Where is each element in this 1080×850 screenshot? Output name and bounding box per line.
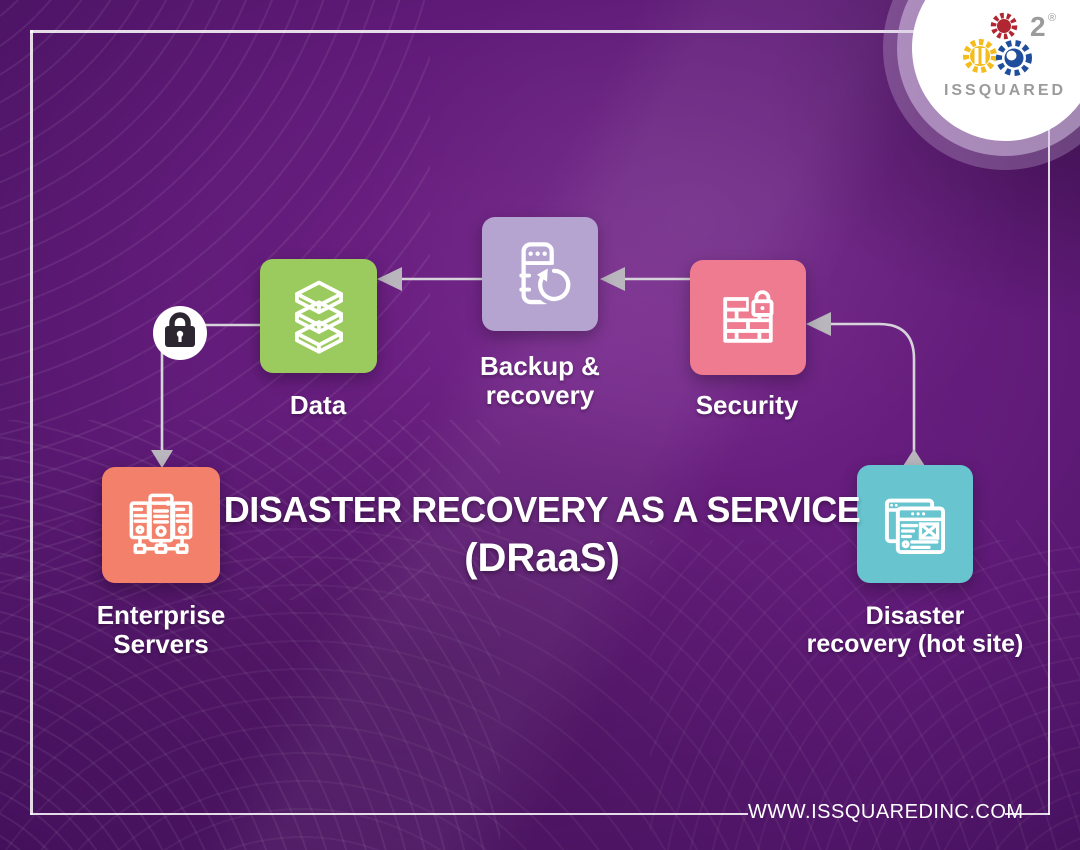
node-enterprise-servers	[102, 467, 220, 583]
page-title: DISASTER RECOVERY AS A SERVICE (DRaaS)	[222, 489, 862, 581]
firewall-lock-icon	[723, 287, 776, 343]
label-disaster-recovery: Disaster recovery (hot site)	[806, 602, 1024, 658]
connector-data-to-enterprise	[160, 323, 260, 450]
issquared-gears-icon: 2 ®	[963, 11, 1056, 76]
footer-website-url[interactable]: WWW.ISSQUAREDINC.COM	[748, 801, 1024, 823]
logo-registered-mark: ®	[1048, 12, 1056, 24]
label-security: Security	[695, 390, 799, 420]
enterprise-servers-icon	[129, 493, 193, 555]
connector-dr-to-security	[829, 322, 916, 451]
node-data	[260, 259, 377, 373]
arrowhead-up-from-dr	[903, 449, 925, 466]
arrowhead-into-enterprise	[151, 450, 173, 468]
padlock-badge	[153, 306, 207, 360]
label-data: Data	[289, 390, 347, 420]
frame-border-left	[30, 30, 33, 815]
label-backup-recovery: Backup & recovery	[480, 351, 600, 411]
padlock-icon	[165, 312, 195, 347]
label-enterprise-servers: Enterprise Servers	[96, 600, 226, 660]
backup-recovery-icon	[519, 242, 575, 306]
hot-site-browser-icon	[884, 498, 946, 555]
node-disaster-recovery	[857, 465, 973, 583]
title-line2: (DRaaS)	[464, 536, 620, 580]
logo-brand-text: ISSQUARED	[943, 82, 1067, 99]
data-stack-icon	[294, 280, 343, 354]
node-backup-recovery	[482, 217, 598, 331]
arrowhead-into-data	[377, 267, 402, 291]
arrowhead-into-security	[806, 312, 831, 336]
logo-superscript: 2	[1030, 11, 1046, 42]
node-security	[690, 260, 806, 375]
frame-border-bottom-left-segment	[30, 812, 748, 815]
arrowhead-into-backup	[600, 267, 625, 291]
title-line1: DISASTER RECOVERY AS A SERVICE	[223, 489, 861, 530]
